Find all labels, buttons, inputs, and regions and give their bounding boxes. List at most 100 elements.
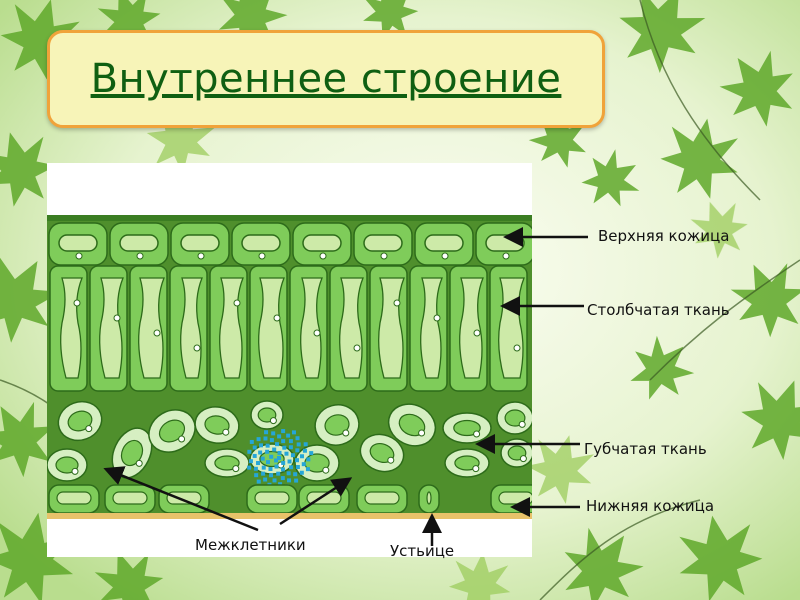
intercellular-space-dots bbox=[247, 429, 314, 489]
cell-nucleus bbox=[518, 420, 526, 428]
intercellular-dot bbox=[261, 471, 266, 476]
intercellular-dot bbox=[303, 442, 308, 447]
intercellular-dot bbox=[269, 438, 274, 443]
lower-cuticle bbox=[47, 513, 532, 519]
intercellular-dot bbox=[281, 460, 286, 465]
intercellular-dot bbox=[264, 430, 269, 435]
intercellular-dot bbox=[260, 456, 265, 461]
intercellular-dot bbox=[261, 465, 266, 470]
cell-nucleus bbox=[387, 456, 395, 464]
cell-nucleus bbox=[418, 429, 426, 437]
palisade-vacuole bbox=[180, 277, 203, 379]
intercellular-dot bbox=[272, 447, 277, 452]
intercellular-dot bbox=[287, 459, 292, 464]
cell-vacuole bbox=[302, 234, 342, 252]
intercellular-dot bbox=[291, 430, 296, 435]
cell-nucleus bbox=[233, 299, 241, 307]
intercellular-dot bbox=[296, 442, 301, 447]
cell-nucleus bbox=[71, 467, 79, 475]
cell-nucleus bbox=[322, 466, 330, 474]
intercellular-dot bbox=[288, 439, 293, 444]
intercellular-dot bbox=[252, 445, 257, 450]
cell-nucleus bbox=[73, 299, 81, 307]
intercellular-dot bbox=[263, 477, 268, 482]
intercellular-dot bbox=[274, 458, 279, 463]
cell-vacuole bbox=[364, 491, 400, 505]
intercellular-dot bbox=[281, 439, 286, 444]
cell-nucleus bbox=[502, 252, 510, 260]
cell-nucleus bbox=[136, 252, 144, 260]
intercellular-dot bbox=[247, 465, 252, 470]
intercellular-dot bbox=[277, 450, 282, 455]
cell-nucleus bbox=[513, 344, 521, 352]
intercellular-dot bbox=[287, 478, 292, 483]
cell-nucleus bbox=[258, 252, 266, 260]
cell-vacuole bbox=[498, 491, 532, 505]
intercellular-dot bbox=[280, 467, 285, 472]
title-box: Внутреннее строение bbox=[47, 30, 605, 128]
cell-nucleus bbox=[85, 425, 93, 433]
cell-vacuole bbox=[363, 234, 403, 252]
intercellular-dot bbox=[248, 459, 253, 464]
intercellular-dot bbox=[300, 454, 305, 459]
palisade-vacuole bbox=[420, 277, 443, 379]
intercellular-dot bbox=[252, 453, 257, 458]
cell-nucleus bbox=[193, 344, 201, 352]
intercellular-dot bbox=[295, 465, 300, 470]
intercellular-dot bbox=[274, 464, 279, 469]
intercellular-dot bbox=[259, 443, 264, 448]
cell-nucleus bbox=[433, 314, 441, 322]
palisade-vacuole bbox=[138, 277, 165, 379]
palisade-vacuole bbox=[378, 277, 405, 379]
spongy-chloroplast bbox=[67, 410, 93, 432]
intercellular-dot bbox=[266, 460, 271, 465]
intercellular-dot bbox=[306, 457, 311, 462]
cell-nucleus bbox=[153, 329, 161, 337]
cell-nucleus bbox=[113, 314, 121, 322]
intercellular-dot bbox=[268, 467, 273, 472]
spongy-chloroplast bbox=[453, 419, 481, 437]
cell-nucleus bbox=[135, 459, 143, 467]
intercellular-dot bbox=[284, 451, 289, 456]
spongy-layer bbox=[47, 400, 532, 482]
spongy-chloroplast bbox=[369, 442, 395, 464]
cell-vacuole bbox=[241, 234, 281, 252]
intercellular-dot bbox=[247, 449, 252, 454]
cell-nucleus bbox=[473, 430, 481, 438]
intercellular-dot bbox=[281, 429, 286, 434]
cell-nucleus bbox=[197, 252, 205, 260]
intercellular-dot bbox=[299, 470, 304, 475]
spongy-chloroplast bbox=[204, 415, 230, 435]
label-stoma: Устьице bbox=[390, 542, 455, 560]
palisade-vacuole bbox=[459, 277, 484, 379]
intercellular-dot bbox=[256, 461, 261, 466]
intercellular-dot bbox=[282, 445, 287, 450]
cell-vacuole bbox=[254, 491, 290, 505]
cell-nucleus bbox=[319, 252, 327, 260]
upper-cuticle bbox=[47, 215, 532, 223]
palisade-vacuole bbox=[339, 277, 364, 379]
cell-vacuole bbox=[424, 234, 464, 252]
intercellular-dot bbox=[301, 462, 306, 467]
spongy-chloroplast bbox=[259, 450, 285, 468]
intercellular-dot bbox=[277, 456, 281, 460]
intercellular-dot bbox=[253, 466, 258, 471]
cell-vacuole bbox=[112, 491, 148, 505]
cell-vacuole bbox=[56, 491, 92, 505]
palisade-vacuole bbox=[300, 277, 323, 379]
intercellular-dot bbox=[269, 473, 274, 478]
spongy-chloroplast bbox=[120, 439, 144, 467]
label-spongy: Губчатая ткань bbox=[584, 440, 707, 458]
intercellular-dot bbox=[265, 443, 270, 448]
cell-nucleus bbox=[178, 435, 186, 443]
cell-vacuole bbox=[166, 491, 202, 505]
cell-nucleus bbox=[472, 465, 480, 473]
leaf-cross-section-diagram bbox=[47, 215, 532, 519]
cell-nucleus bbox=[273, 314, 281, 322]
palisade-vacuole bbox=[258, 277, 285, 379]
intercellular-dot bbox=[263, 436, 268, 441]
cell-nucleus bbox=[519, 455, 527, 463]
cell-vacuole bbox=[306, 491, 342, 505]
spongy-chloroplast bbox=[158, 419, 186, 443]
cell-nucleus bbox=[75, 252, 83, 260]
